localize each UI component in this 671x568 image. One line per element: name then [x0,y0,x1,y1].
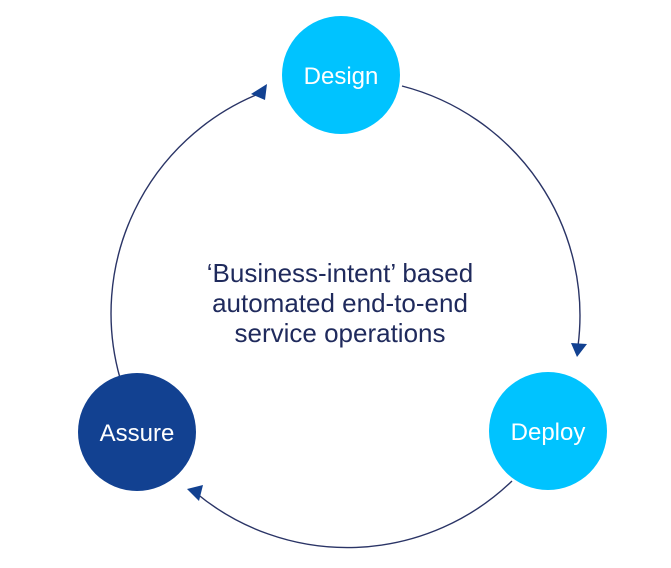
arrow-to-assure-icon [187,485,203,501]
node-design: Design [282,16,400,134]
center-line-1: ‘Business-intent’ based [206,258,474,288]
arrow-to-deploy-icon [571,343,587,357]
center-description: ‘Business-intent’ based automated end-to… [170,258,510,348]
center-line-3: service operations [234,318,446,348]
arc-design-to-deploy [401,85,581,347]
arc-deploy-to-assure [195,480,513,549]
node-deploy-circle [489,372,607,490]
center-line-2: automated end-to-end [212,288,468,318]
node-assure: Assure [78,373,196,491]
node-assure-label: Assure [100,420,175,447]
node-deploy: Deploy [489,372,607,490]
arc-assure-to-design [110,94,257,379]
node-design-label: Design [304,63,379,90]
arrow-to-design-icon [251,84,267,100]
node-assure-circle [78,373,196,491]
node-design-circle [282,16,400,134]
node-deploy-label: Deploy [511,419,586,446]
